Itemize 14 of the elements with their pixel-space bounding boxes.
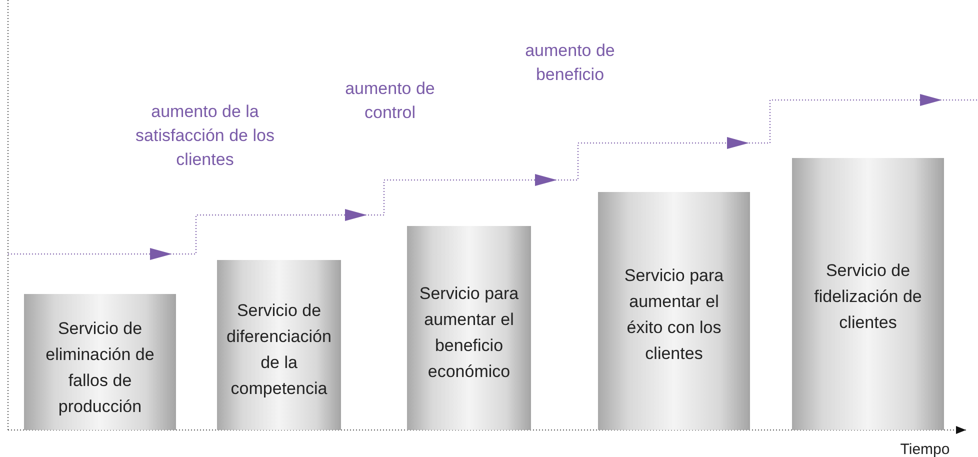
service-bar (598, 192, 750, 430)
service-bar (792, 158, 944, 430)
service-bar (407, 226, 531, 430)
bar-label: Servicio de diferenciación de la competencia (226, 300, 332, 400)
step-label: aumento de la satisfacción de los clientes (134, 101, 276, 171)
step-label: aumento de control (344, 78, 436, 124)
bar-label: Servicio para aumentar el éxito con los clientes (623, 265, 725, 365)
step-label: aumento de beneficio (524, 40, 616, 86)
bar-label: Servicio de eliminación de fallos de producción (44, 318, 156, 418)
service-bar (217, 260, 341, 430)
service-bar (24, 294, 176, 430)
axis-label: Tiempo (899, 440, 951, 457)
bar-label: Servicio para aumentar el beneficio económico (418, 283, 520, 383)
bar-label: Servicio de fidelización de clientes (813, 260, 923, 334)
